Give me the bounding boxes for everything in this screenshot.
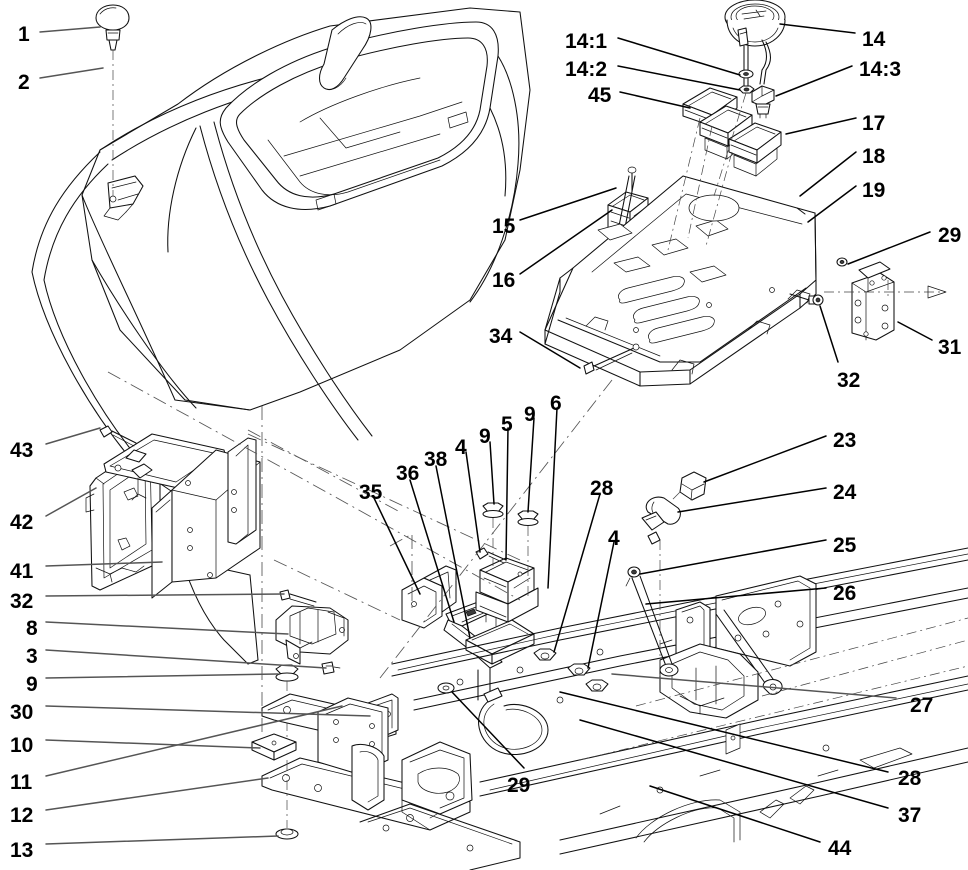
callout-6[interactable]: 6 [550, 392, 562, 415]
callout-3[interactable]: 3 [26, 645, 38, 668]
gauge-hardware-parts-14-1-14-2 [738, 69, 755, 94]
hex-nut-part-28-c [585, 679, 609, 692]
chassis-frame [359, 547, 968, 870]
callout-28-middle[interactable]: 28 [590, 477, 614, 500]
callout-41[interactable]: 41 [10, 560, 34, 583]
callout-34[interactable]: 34 [489, 325, 513, 348]
callout-24[interactable]: 24 [833, 481, 857, 504]
callout-29-right[interactable]: 29 [938, 224, 962, 247]
callout-31[interactable]: 31 [938, 336, 962, 359]
callout-23[interactable]: 23 [833, 429, 857, 452]
relay-part-5 [475, 557, 539, 627]
callout-14-3[interactable]: 14:3 [859, 58, 902, 81]
rocker-switch-part-17-b [728, 122, 782, 177]
hex-nut-part-28-a [533, 648, 557, 661]
callout-12[interactable]: 12 [10, 804, 34, 827]
hex-nut-part-28-b [567, 663, 591, 676]
callout-1[interactable]: 1 [18, 23, 30, 46]
callout-30[interactable]: 30 [10, 701, 34, 724]
callout-32-left[interactable]: 32 [10, 590, 34, 613]
knob-part-1 [95, 4, 130, 196]
callout-8[interactable]: 8 [26, 617, 38, 640]
callout-11[interactable]: 11 [10, 771, 33, 794]
callout-36[interactable]: 36 [396, 462, 420, 485]
callout-43[interactable]: 43 [10, 439, 34, 462]
side-bracket-part-31 [824, 257, 947, 341]
callout-38[interactable]: 38 [424, 448, 448, 471]
callout-44[interactable]: 44 [828, 837, 852, 860]
callout-19[interactable]: 19 [862, 179, 886, 202]
callout-9-a[interactable]: 9 [479, 425, 491, 448]
callout-9-b[interactable]: 9 [524, 403, 536, 426]
mount-plate-part-11 [317, 697, 389, 811]
cap-part-23 [653, 471, 707, 519]
assembly-guide-lines [107, 371, 613, 736]
callout-15[interactable]: 15 [492, 215, 516, 238]
callout-4-a[interactable]: 4 [455, 436, 467, 459]
housing-screw-part-43 [99, 425, 137, 447]
latch-part-8 [275, 605, 349, 665]
callout-37[interactable]: 37 [898, 804, 922, 827]
flange-nut-part-9-b [517, 510, 539, 596]
flange-nut-part-9-a [482, 502, 504, 566]
callout-28-right[interactable]: 28 [898, 767, 922, 790]
callout-5[interactable]: 5 [501, 413, 513, 436]
link-rod-part-26 [631, 575, 679, 677]
callout-14[interactable]: 14 [862, 28, 886, 51]
callout-10[interactable]: 10 [10, 734, 34, 757]
callout-2[interactable]: 2 [18, 71, 30, 94]
spacer-plate-part-10 [251, 733, 297, 761]
callout-25[interactable]: 25 [833, 534, 857, 557]
carriage-bolt-part-32-left [279, 589, 317, 607]
pivot-pin-part-25 [625, 566, 641, 587]
callout-45[interactable]: 45 [588, 84, 612, 107]
bolt-part-3 [321, 661, 341, 675]
callout-26[interactable]: 26 [833, 582, 857, 605]
callout-27[interactable]: 27 [910, 694, 934, 717]
callout-29-bottom[interactable]: 29 [507, 774, 531, 797]
washer-part-29-bottom [437, 682, 455, 694]
gauge-connector-part-14-3 [751, 85, 775, 119]
hour-meter-gauge-part-14 [724, 0, 786, 89]
callout-14-1[interactable]: 14:1 [565, 30, 608, 53]
solenoid-part-24 [641, 496, 681, 680]
callout-32-right[interactable]: 32 [837, 369, 861, 392]
callout-18[interactable]: 18 [862, 145, 886, 168]
callout-35[interactable]: 35 [359, 481, 383, 504]
callout-14-2[interactable]: 14:2 [565, 58, 608, 81]
callout-4-b[interactable]: 4 [608, 527, 620, 550]
panel-screw-part-34 [583, 343, 640, 375]
leader-lines [39, 23, 933, 845]
module-cover-part-41 [151, 437, 261, 599]
lock-nut-part-13 [275, 760, 299, 840]
carriage-bolt-part-32-right [789, 293, 824, 306]
callout-17[interactable]: 17 [862, 112, 886, 135]
rocker-switch-part-17-a [699, 105, 753, 160]
callout-16[interactable]: 16 [492, 269, 516, 292]
callout-13[interactable]: 13 [10, 839, 34, 862]
callout-9-left[interactable]: 9 [26, 673, 38, 696]
control-panel-part-18 [544, 92, 817, 387]
callout-42[interactable]: 42 [10, 511, 34, 534]
